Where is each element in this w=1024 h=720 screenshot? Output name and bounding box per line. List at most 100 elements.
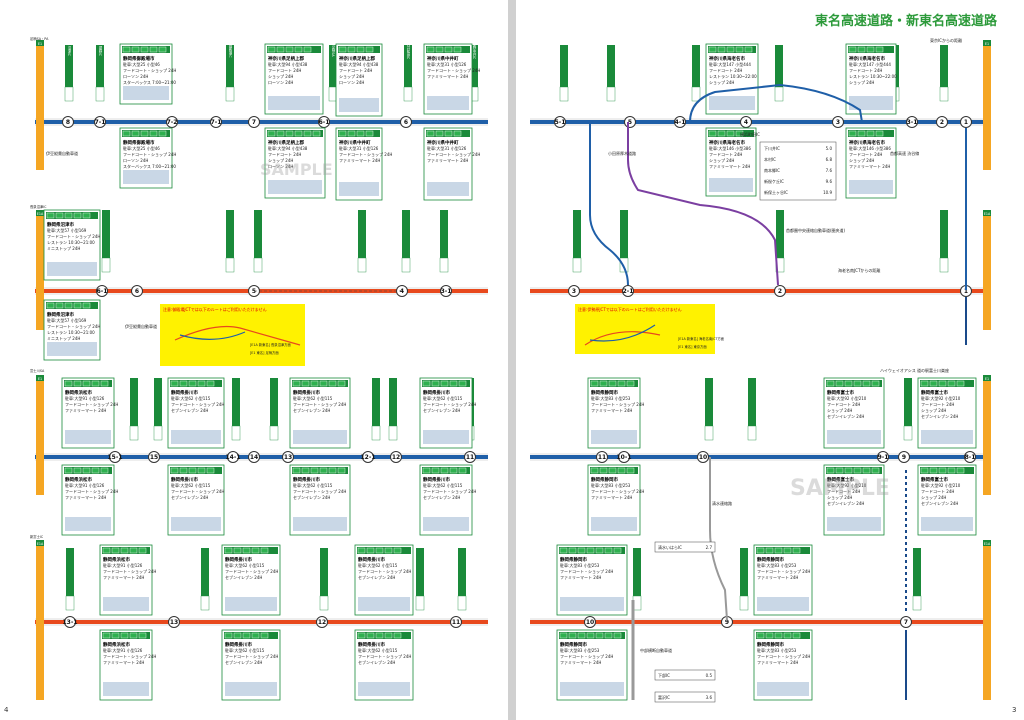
ic-sign-isehara-row2-5	[440, 210, 448, 258]
facility-icon-b17-1	[431, 380, 440, 387]
ic-dist-gotemba_jct-row2-2	[253, 257, 263, 273]
facility-icon-b37-1	[765, 547, 774, 554]
facility-name-b28: 神奈川県海老名市	[849, 139, 885, 146]
facility-icon-b37-3	[783, 547, 792, 554]
facility-name-b1: 静岡県御殿場市	[123, 55, 155, 62]
facility-photo-b30	[591, 517, 637, 531]
ic-sign-oimatsuda	[404, 45, 412, 87]
facility-l1-b25: フードコート 24H	[709, 68, 742, 73]
facility-photo-b16	[293, 517, 347, 531]
facility-icon-b16-2	[310, 467, 319, 474]
facility-name-b9: 静岡県沼津市	[47, 221, 74, 228]
facility-icon-b4-3	[294, 130, 303, 137]
facility-l3-b27: ショップ 24H	[849, 79, 874, 85]
watermark-left: SAMPLE	[260, 160, 333, 179]
facility-name-b4: 神奈川県足柄上郡	[268, 139, 304, 146]
facility-icon-b9-3	[73, 212, 82, 219]
facility-l2-b5: ショップ 24H	[339, 73, 364, 79]
facility-icon-b36-0	[559, 632, 568, 639]
facility-icon-b10-3	[73, 302, 82, 309]
facility-l1-b2: フードコート・ショップ 24H	[123, 151, 176, 157]
facility-icon-b15-4	[328, 380, 337, 387]
facility-parking-b6: 駐車:大型31 小型126	[339, 145, 379, 151]
facility-parking-b8: 駐車:大型31 小型126	[427, 145, 467, 151]
facility-icon-b29-3	[617, 380, 626, 387]
section-label-s3: 富士川SA	[30, 368, 45, 373]
facility-icon-b7-0	[426, 46, 435, 53]
ic-dist-oimatsuda	[403, 86, 413, 102]
facility-icon-b15-2	[310, 380, 319, 387]
ic-number-text-r1r3: 4	[744, 119, 748, 126]
ic-sign-enshu-row4-1	[201, 548, 209, 596]
facility-icon-b11-1	[73, 380, 82, 387]
facility-name-b2: 静岡県御殿場市	[123, 139, 155, 146]
distance-table2-b	[654, 669, 716, 681]
ic-sign-fujikawa-row3r-3	[748, 378, 756, 426]
facility-icon-b25-4	[744, 46, 753, 53]
facility-name-b36: 静岡県静岡市	[560, 641, 587, 648]
ic-number-text-r2l1: 6	[135, 288, 139, 295]
distance-table	[759, 141, 837, 201]
facility-icon-b8-1	[435, 130, 444, 137]
facility-l1-b28: フードコート 24H	[849, 152, 882, 157]
facility-icon-b13-0	[170, 380, 179, 387]
facility-name-b19: 静岡県浜松市	[103, 556, 130, 563]
ic-dist-nagaizumi-row2-0	[101, 257, 111, 273]
facility-l3-b32: セブンイレブン 24H	[827, 500, 864, 506]
facility-icon-b32-5	[871, 467, 880, 474]
facility-l1-b11: フードコート・ショップ 24H	[65, 401, 118, 407]
facility-l1-b9: フードコート・ショップ 24H	[47, 233, 100, 239]
facility-icon-b2-4	[158, 130, 167, 137]
section-label-s2: 長泉沼津IC	[30, 204, 47, 209]
facility-icon-b30-2	[608, 467, 617, 474]
facility-icon-b18-3	[449, 467, 458, 474]
facility-l2-b19: ファミリーマート 24H	[103, 575, 144, 580]
note-isehara-l2: [E1 東名] 東京方面	[678, 344, 707, 349]
facility-l2-b18: セブンイレブン 24H	[423, 494, 460, 500]
note-isehara	[575, 304, 715, 354]
facility-photo-b1	[123, 86, 169, 100]
facility-icon-b26-0	[708, 130, 717, 137]
ic-number-r3r0	[596, 451, 608, 463]
ic-number-text-r3r5: 8-1	[965, 454, 976, 461]
facility-l2-b12: ファミリーマート 24H	[65, 495, 106, 500]
ic-number-r1r3	[740, 116, 752, 128]
facility-icons-b23	[357, 547, 411, 554]
facility-l1-b36: フードコート・ショップ 24H	[560, 653, 613, 659]
facility-parking-b26: 駐車:大型146 小型386	[709, 145, 751, 151]
ic-sign-label-gotemba: 御殿場IC	[228, 43, 232, 58]
ic-sign-hadano	[470, 45, 478, 87]
ic-number-r2r0	[568, 285, 580, 297]
ic-dist-isehara-row2-4	[401, 257, 411, 273]
facility-icon-b20-0	[102, 632, 111, 639]
ic-number-text-r1r7: 1	[964, 119, 968, 126]
facility-photo-b36	[560, 682, 624, 696]
ic-dist-hamakita-row4-0	[65, 595, 75, 611]
distance-table2-a	[654, 541, 716, 553]
oasis-label: ハイウェイオアシス 道の駅富士川楽座	[880, 367, 949, 373]
facility-l1-b24: フードコート・ショップ 24H	[358, 653, 411, 659]
facility-icon-b24-4	[393, 632, 402, 639]
ic-number-text-r4l2: 12	[318, 619, 326, 626]
facility-icon-b32-4	[862, 467, 871, 474]
ic-dist-shimizu-row3r-2	[704, 425, 714, 441]
ic-sign-label-ashigara: 足柄SA	[331, 45, 335, 57]
ic-sign-hamamatsu-row3-0	[130, 378, 138, 426]
facility-photo-b18	[423, 517, 469, 531]
ic-dist-shinfuji-row4r-2	[912, 595, 922, 611]
facility-l1-b3: フードコート 24H	[268, 68, 301, 73]
ic-number-text-r3l3: 14	[250, 454, 258, 461]
facility-icon-b22-3	[251, 632, 260, 639]
facility-icon-b26-2	[726, 130, 735, 137]
facility-name-b30: 静岡県静岡市	[591, 476, 618, 483]
facility-icon-b13-2	[188, 380, 197, 387]
facility-icons-b37	[756, 547, 810, 554]
facility-parking-b9: 駐車:大型57 小型169	[47, 227, 87, 233]
note-gotemba-l1: [E1A 新東名] 長泉沼津方面	[250, 342, 291, 347]
facility-photo-b4	[268, 180, 322, 194]
facility-l2-b4: ショップ 24H	[268, 157, 293, 163]
facility-icon-b11-3	[91, 380, 100, 387]
ic-dist-shinshimizu-row4r-1	[739, 595, 749, 611]
ic-sign-fuji-row3r-4	[904, 378, 912, 426]
facility-parking-b1: 駐車:大型25 小型46	[123, 61, 160, 67]
